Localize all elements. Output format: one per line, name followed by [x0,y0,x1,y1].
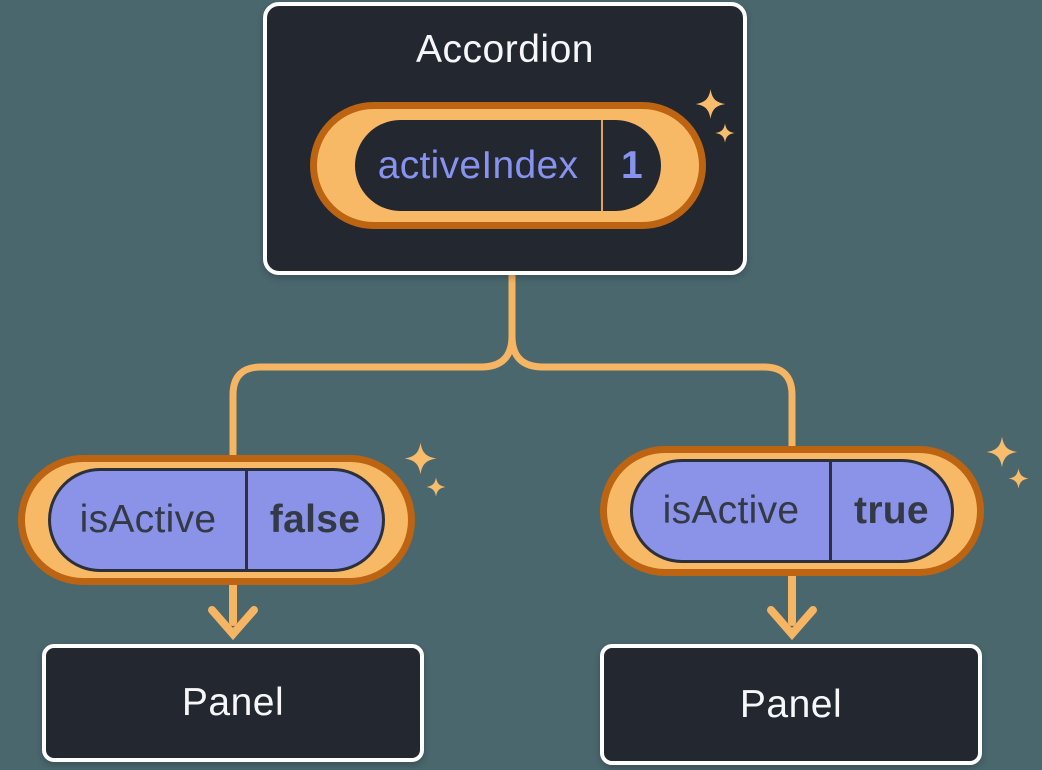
arrow-down-icon [767,570,817,641]
prop-name: isActive [633,462,832,560]
component-title: Accordion [416,28,594,71]
sparkle-icon [695,88,726,120]
prop-pill-right: isActive true [600,446,984,576]
arrow-down-icon [208,579,258,641]
panel-box-right: Panel [600,644,982,765]
state-pill: activeIndex 1 [310,102,706,229]
sparkle-icon [426,477,446,497]
prop-pill-left: isActive false [18,455,415,585]
state-name: activeIndex [355,120,603,211]
sparkle-icon [404,442,437,475]
prop-value: false [269,498,361,541]
sparkle-icon [715,123,735,143]
panel-label: Panel [181,681,285,724]
sparkle-icon [1008,468,1029,489]
sparkle-icon [986,436,1018,468]
state-pill-body: activeIndex 1 [355,120,661,211]
prop-name: isActive [51,471,248,569]
connector-branch-right [508,335,796,450]
prop-pill-body: isActive true [630,459,954,563]
panel-box-left: Panel [42,644,424,762]
state-value: 1 [621,143,643,187]
panel-label: Panel [739,682,843,726]
prop-value: true [854,489,929,532]
connector-branch-left [229,335,516,458]
prop-pill-body: isActive false [48,468,385,572]
